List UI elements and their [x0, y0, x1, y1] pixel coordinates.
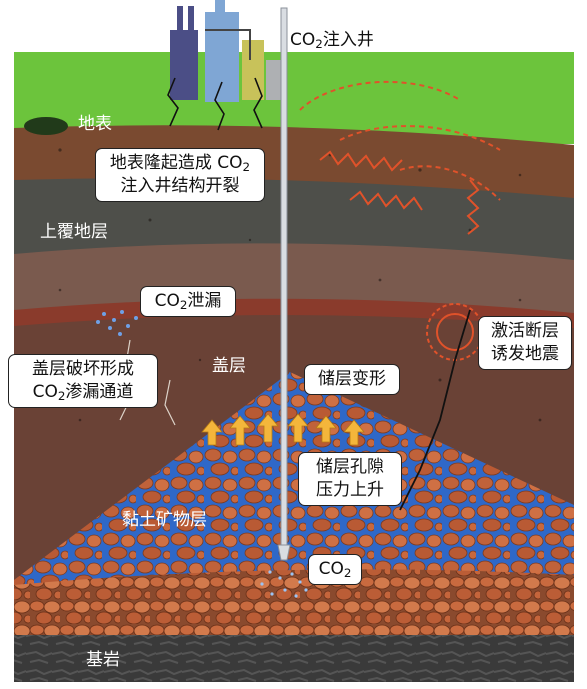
caprock-label: 盖层 — [212, 356, 246, 376]
soil-layer — [14, 125, 574, 200]
uplift-callout: 地表隆起造成 CO2 注入井结构开裂 — [95, 148, 265, 202]
bedrock-label: 基岩 — [86, 650, 120, 670]
cap-failure-callout: 盖层破坏形成 CO2渗漏通道 — [8, 354, 158, 408]
seismic-waves — [299, 80, 501, 361]
co2-callout: CO2 — [308, 554, 362, 586]
bedrock-layer — [14, 635, 574, 682]
clay-label: 黏土矿物层 — [122, 510, 207, 530]
crack-lines — [167, 77, 263, 131]
strata — [14, 52, 574, 682]
overburden-label: 上覆地层 — [40, 222, 108, 242]
fault-line — [399, 309, 471, 511]
uplift-arrows — [201, 413, 365, 446]
pore-pressure-callout: 储层孔隙 压力上升 — [298, 452, 402, 506]
fault-callout: 激活断层 诱发地震 — [478, 316, 572, 370]
injection-facility-icon — [170, 0, 286, 102]
well-label: CO2注入井 — [290, 30, 374, 51]
injection-well — [277, 7, 291, 561]
soil-speckles — [58, 148, 542, 422]
clay-layer — [14, 569, 574, 640]
leak-dots — [96, 310, 138, 336]
leak-callout: CO2泄漏 — [140, 286, 236, 318]
co2-plume-dots — [260, 570, 308, 598]
bush-icon — [24, 117, 68, 135]
surface-label: 地表 — [78, 114, 112, 134]
reservoir-deform-callout: 储层变形 — [304, 364, 400, 395]
